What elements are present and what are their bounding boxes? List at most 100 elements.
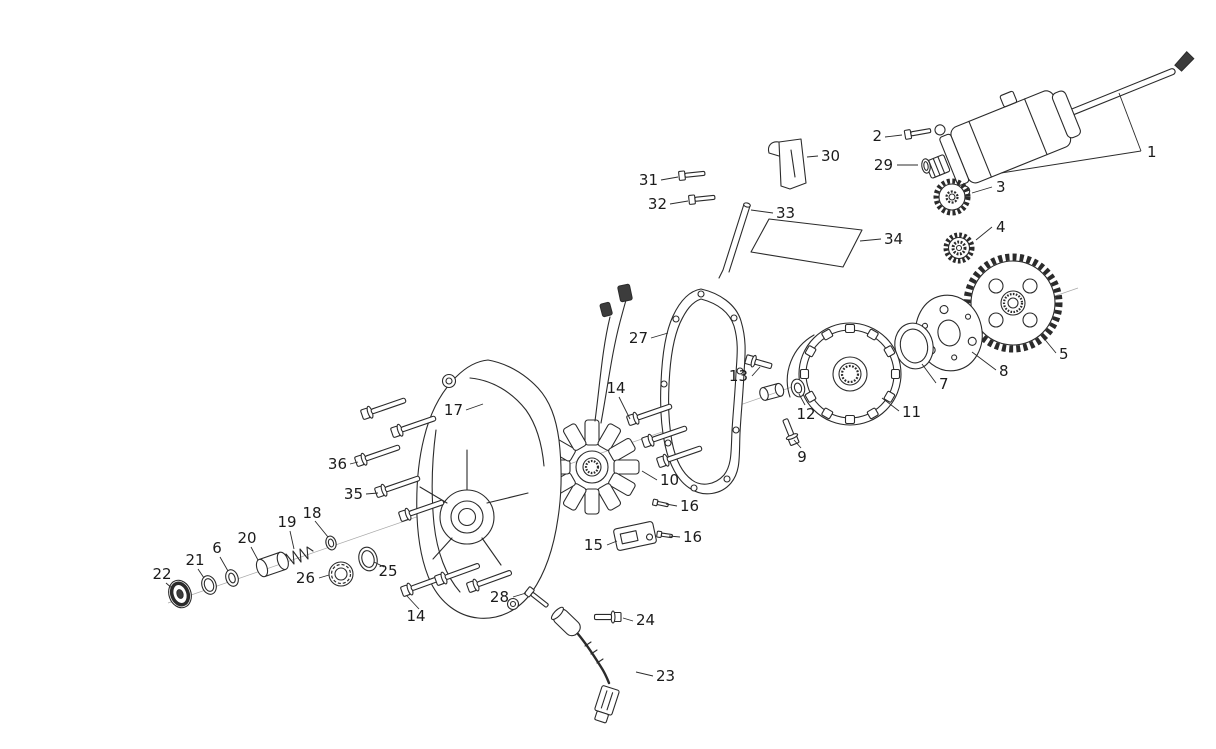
leader-23 xyxy=(635,671,654,677)
part-bracket-30 xyxy=(767,138,807,190)
part-screw-32 xyxy=(687,192,716,206)
part-washer-12 xyxy=(790,378,806,398)
rotor-slots xyxy=(799,323,901,425)
callout-23: 23 xyxy=(656,667,675,685)
callout-30: 30 xyxy=(821,147,840,165)
part-screw-2 xyxy=(903,125,932,140)
leader-16a xyxy=(665,503,678,507)
part-oring-21 xyxy=(201,575,217,595)
part-bolt-35 xyxy=(373,471,423,500)
callout-10: 10 xyxy=(660,471,679,489)
part-bolt-13 xyxy=(743,352,774,373)
leader-34 xyxy=(859,238,882,242)
callout-18: 18 xyxy=(302,504,321,522)
leader-15 xyxy=(606,540,618,546)
callout-17: 17 xyxy=(444,401,463,419)
part-bolt xyxy=(359,393,409,422)
part-sensor-23 xyxy=(550,606,620,724)
callout-14b: 14 xyxy=(406,607,425,625)
leader-36 xyxy=(349,461,359,465)
leader-26 xyxy=(318,574,330,579)
part-gasket-27 xyxy=(660,288,746,495)
leader-28 xyxy=(512,592,527,598)
part-gear-4 xyxy=(943,232,975,264)
callout-22: 22 xyxy=(152,565,171,583)
callout-19: 19 xyxy=(277,513,296,531)
part-washer-6 xyxy=(225,569,239,587)
leader-13 xyxy=(751,366,761,377)
part-plug-22 xyxy=(168,579,192,609)
leader-35 xyxy=(365,492,379,495)
part-starter-motor xyxy=(924,51,1195,197)
part-gear-3 xyxy=(933,178,971,216)
leader-1b xyxy=(1000,150,1142,174)
leader-22 xyxy=(165,582,174,590)
callout-25: 25 xyxy=(378,562,397,580)
leader-18 xyxy=(314,520,329,538)
leader-27 xyxy=(650,332,669,339)
leader-33 xyxy=(750,209,774,214)
leader-21 xyxy=(197,568,205,579)
leader-30 xyxy=(806,155,819,158)
leader-10 xyxy=(641,470,658,481)
leader-6 xyxy=(219,556,229,572)
leader-20 xyxy=(250,546,259,561)
part-oring-25 xyxy=(358,546,378,572)
leader-24 xyxy=(622,617,634,622)
part-oring-29 xyxy=(921,158,931,174)
callout-11: 11 xyxy=(902,403,921,421)
callout-26: 26 xyxy=(296,569,315,587)
callout-3: 3 xyxy=(996,178,1006,196)
callout-21: 21 xyxy=(185,551,204,569)
part-bolt-24 xyxy=(593,610,622,624)
stator-wires xyxy=(594,283,633,424)
leader-31 xyxy=(660,176,679,181)
leader-5 xyxy=(1041,335,1057,354)
leader-14a xyxy=(618,396,631,420)
part-spacer xyxy=(759,382,785,401)
callout-5: 5 xyxy=(1059,345,1069,363)
wire-connector xyxy=(617,283,633,303)
callout-27: 27 xyxy=(629,329,648,347)
callout-16b: 16 xyxy=(683,528,702,546)
part-bolt-28 xyxy=(523,585,551,611)
leader-12 xyxy=(798,393,806,406)
part-screw-31 xyxy=(677,168,706,182)
leader-19 xyxy=(289,530,295,550)
part-sheet-34 xyxy=(750,218,863,268)
part-rod-33 xyxy=(718,202,751,279)
callout-20: 20 xyxy=(237,529,256,547)
callout-35: 35 xyxy=(344,485,363,503)
callout-4: 4 xyxy=(996,218,1006,236)
callout-12: 12 xyxy=(796,405,815,423)
part-cap-26 xyxy=(328,561,354,587)
leader-17 xyxy=(465,403,484,411)
leader-3 xyxy=(971,186,993,194)
part-pickup-coil-15 xyxy=(613,521,657,551)
callout-1: 1 xyxy=(1147,143,1157,161)
leader-14b xyxy=(406,595,420,610)
part-bolt-36 xyxy=(353,440,403,469)
callout-7: 7 xyxy=(939,375,949,393)
callouts: 1 2 29 3 4 5 8 7 11 12 9 13 30 31 32 33 … xyxy=(152,127,1156,685)
leader-9 xyxy=(793,439,802,449)
callout-31: 31 xyxy=(639,171,658,189)
callout-13: 13 xyxy=(729,367,748,385)
part-screw-16 xyxy=(656,530,674,540)
callout-33: 33 xyxy=(776,204,795,222)
callout-14a: 14 xyxy=(606,379,625,397)
callout-2: 2 xyxy=(872,127,882,145)
leader-32 xyxy=(669,200,689,205)
callout-15: 15 xyxy=(584,536,603,554)
callout-8: 8 xyxy=(999,362,1009,380)
callout-24: 24 xyxy=(636,611,655,629)
callout-16a: 16 xyxy=(680,497,699,515)
callout-9: 9 xyxy=(797,448,807,466)
callout-36: 36 xyxy=(328,455,347,473)
part-washer-18 xyxy=(325,535,337,551)
leader-25 xyxy=(373,561,385,568)
wire-connector xyxy=(599,301,613,318)
part-rotor-11 xyxy=(786,322,902,426)
